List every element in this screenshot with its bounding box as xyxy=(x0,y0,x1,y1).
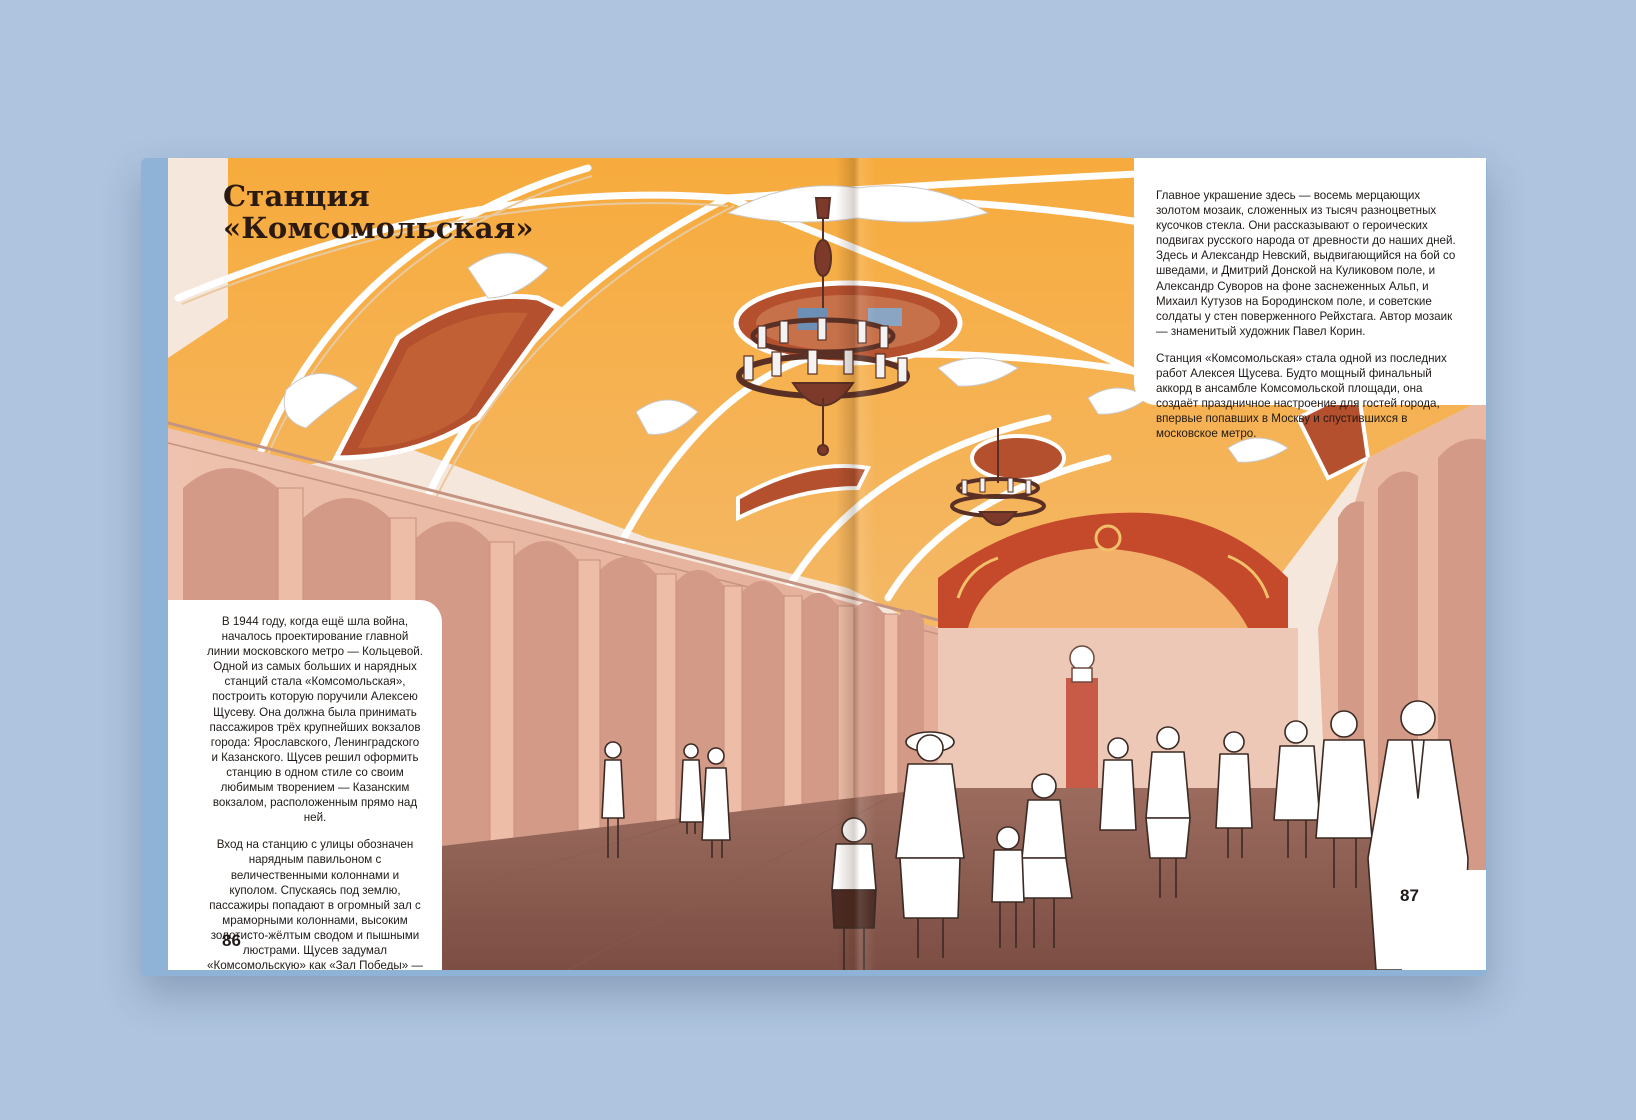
title-line-2: «Комсомольская» xyxy=(223,211,534,245)
paragraph-mosaics: Главное украшение здесь — восемь мерцающ… xyxy=(1156,189,1456,338)
paragraph-shchusev-final: Станция «Комсомольская» стала одной из п… xyxy=(1156,351,1447,441)
chandelier-small xyxy=(950,428,1046,526)
page-number-right: 87 xyxy=(1400,886,1419,905)
page-title: Станция «Комсомольская» xyxy=(223,180,534,244)
page-number-box xyxy=(1402,870,1486,970)
text-box-right: Главное украшение здесь — восемь мерцающ… xyxy=(1134,158,1486,440)
passengers xyxy=(601,700,1469,970)
title-line-1: Станция xyxy=(223,179,370,213)
red-pedestal xyxy=(1066,678,1098,788)
mosaic-panels xyxy=(331,280,1371,522)
bust xyxy=(1069,645,1095,671)
paragraph-entrance: Вход на станцию с улицы обозначен нарядн… xyxy=(207,838,423,970)
page-number-left: 86 xyxy=(222,931,241,950)
paragraph-history: В 1944 году, когда ещё шла война, начало… xyxy=(207,615,423,825)
book-spread: Станция «Комсомольская» Главное украшени… xyxy=(168,158,1486,970)
stucco-ornaments xyxy=(283,185,1419,463)
text-box-left: В 1944 году, когда ещё шла война, начало… xyxy=(168,600,442,970)
